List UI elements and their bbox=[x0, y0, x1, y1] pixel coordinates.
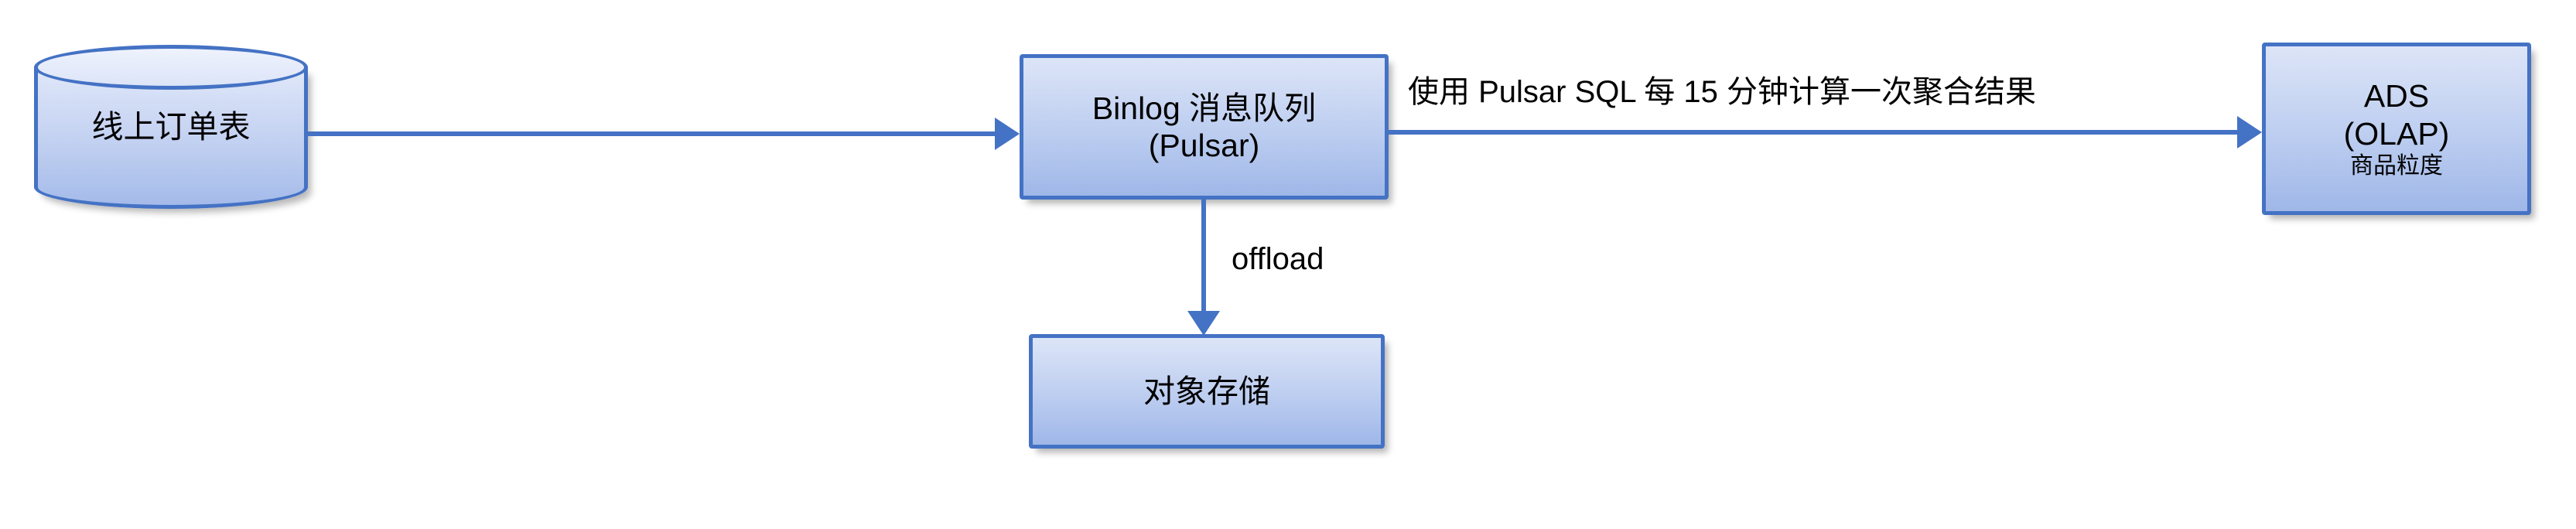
node-object-storage-label: 对象存储 bbox=[1143, 373, 1270, 409]
edge-queue-to-storage-arrowhead bbox=[1187, 311, 1220, 336]
node-source-db[interactable]: 线上订单表 bbox=[34, 45, 308, 209]
node-source-db-label: 线上订单表 bbox=[91, 108, 251, 145]
cylinder-body bbox=[34, 67, 308, 209]
node-message-queue[interactable]: Binlog 消息队列 (Pulsar) bbox=[1020, 54, 1389, 200]
node-ads-label: ADS (OLAP) bbox=[2343, 78, 2450, 152]
node-ads[interactable]: ADS (OLAP) 商品粒度 bbox=[2262, 43, 2531, 215]
node-object-storage[interactable]: 对象存储 bbox=[1029, 334, 1385, 449]
edge-queue-to-storage-line bbox=[1201, 200, 1206, 320]
edge-db-to-queue-arrowhead bbox=[995, 118, 1020, 150]
node-source-db-text: 线上订单表 bbox=[34, 45, 308, 209]
cylinder-top-ellipse bbox=[34, 45, 308, 90]
edge-queue-to-ads-arrowhead bbox=[2237, 116, 2262, 148]
node-message-queue-label: Binlog 消息队列 (Pulsar) bbox=[1092, 90, 1317, 163]
node-ads-sublabel: 商品粒度 bbox=[2350, 153, 2443, 179]
edge-queue-to-ads-line bbox=[1389, 130, 2237, 135]
edge-queue-to-storage-label: offload bbox=[1232, 242, 1324, 276]
edge-db-to-queue-line bbox=[308, 131, 996, 136]
edge-queue-to-ads-label: 使用 Pulsar SQL 每 15 分钟计算一次聚合结果 bbox=[1408, 75, 2036, 109]
